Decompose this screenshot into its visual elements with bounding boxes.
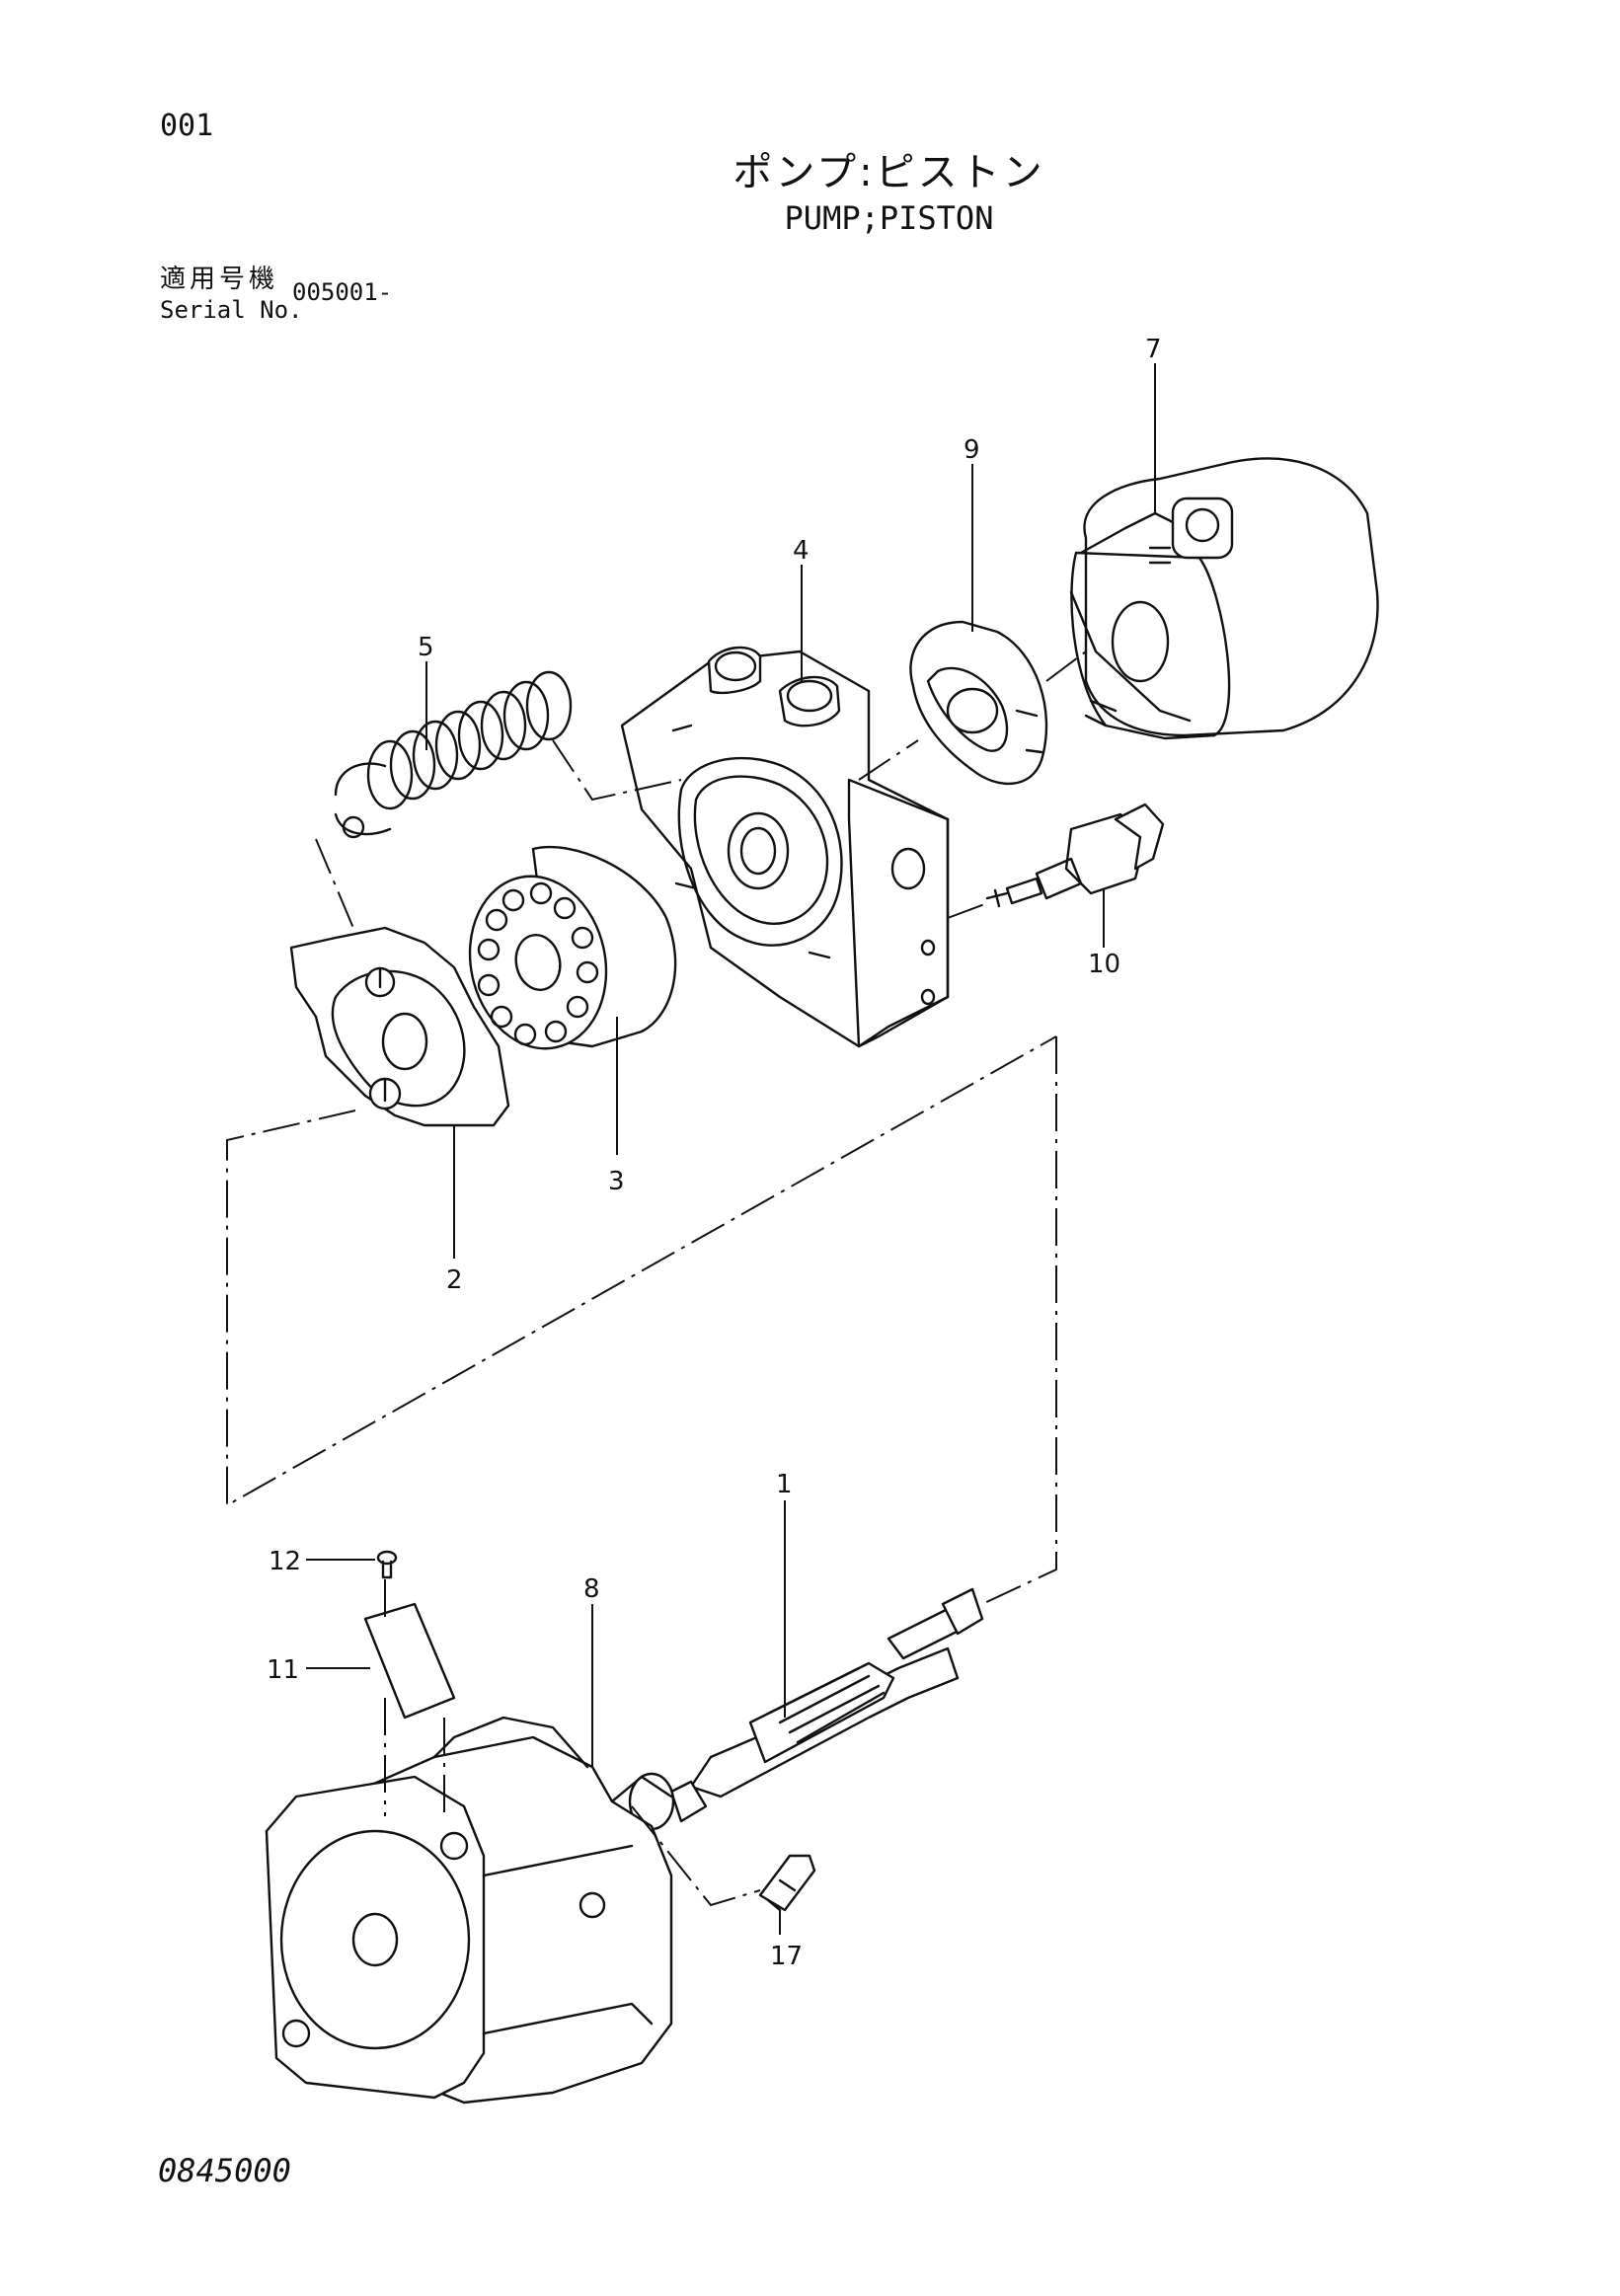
part-10-sensor: [985, 803, 1165, 908]
part-11-name-plate: [363, 1602, 456, 1720]
part-2-swash-plate: [289, 926, 510, 1127]
callout-12: 12: [269, 1547, 301, 1576]
part-7-cover: [1069, 457, 1379, 740]
assembly-line-left: [226, 1035, 1057, 1507]
callout-2: 2: [446, 1265, 463, 1295]
callout-10: 10: [1088, 950, 1120, 979]
callout-7: 7: [1145, 335, 1162, 364]
assembly-line-block: [552, 739, 682, 802]
page-number: 001: [160, 109, 214, 143]
callout-4: 4: [793, 536, 810, 566]
part-4-valve-block: [620, 646, 950, 1048]
callout-8: 8: [583, 1574, 600, 1604]
part-3-cylinder-block: [468, 845, 677, 1050]
assembly-line-fitting: [631, 1805, 761, 1907]
part-12-screw: [376, 1550, 398, 1579]
document-code: 0845000: [158, 2152, 291, 2189]
assembly-line-plate-11: [384, 1579, 445, 1816]
assembly-line-sensor: [947, 902, 988, 919]
serial-label-english: Serial No.: [160, 296, 303, 324]
part-1-shaft: [628, 1587, 984, 1831]
callout-11: 11: [267, 1655, 299, 1685]
assembly-line-right: [981, 1036, 1057, 1605]
title-japanese: ポンプ:ピストン: [733, 150, 1045, 195]
part-5-spring: [334, 670, 573, 839]
assembly-line-cover: [1045, 651, 1087, 682]
part-9-valve-plate: [909, 620, 1048, 785]
callout-17: 17: [770, 1942, 803, 1971]
callout-1: 1: [776, 1470, 793, 1499]
callout-3: 3: [608, 1167, 625, 1196]
part-17-fitting: [758, 1854, 816, 1912]
title-english: PUMP;PISTON: [784, 199, 994, 237]
part-8-pump-housing: [265, 1716, 673, 2105]
callout-5: 5: [418, 633, 434, 662]
assembly-line-spring: [315, 838, 356, 934]
callout-9: 9: [964, 435, 980, 465]
assembly-line-plate: [858, 739, 919, 781]
serial-number-value: 005001-: [292, 278, 393, 306]
serial-label-japanese: 適用号機: [160, 265, 279, 294]
